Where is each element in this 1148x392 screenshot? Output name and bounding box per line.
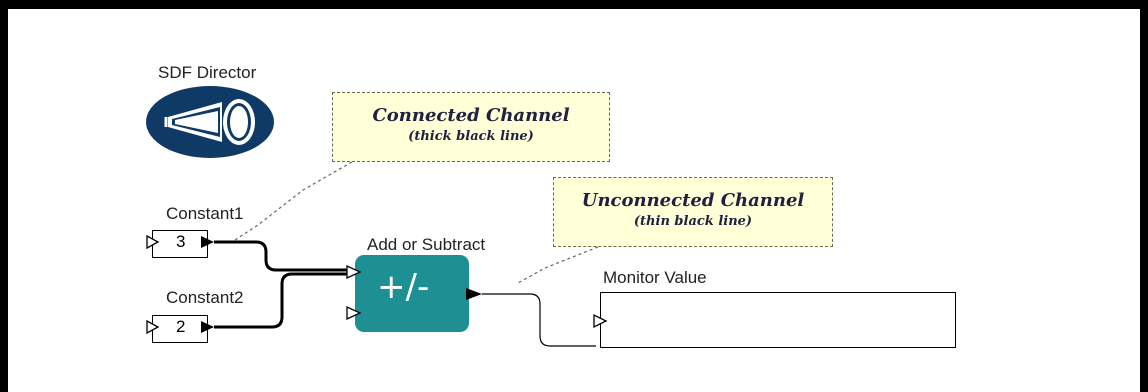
monitor-value-actor[interactable] [600, 292, 956, 348]
adder-label: Add or Subtract [367, 235, 486, 254]
constant1-trigger-port [146, 234, 160, 250]
connected-channel-wire-1 [214, 240, 350, 272]
constant2-label: Constant2 [166, 288, 244, 307]
unconnected-channel-callout: Unconnected Channel (thin black line) [553, 177, 833, 247]
constant2-value: 2 [176, 317, 186, 336]
adder-output-port [466, 288, 482, 300]
unconnected-channel-subtitle: (thin black line) [633, 214, 753, 229]
connected-channel-title: Connected Channel [372, 105, 570, 126]
director-label: SDF Director [158, 63, 257, 82]
constant2-trigger-port [146, 319, 160, 335]
adder-minus-port [346, 305, 362, 321]
adder-plus-port [346, 264, 362, 280]
connected-channel-subtitle: (thick black line) [408, 129, 534, 144]
unconnected-channel-title: Unconnected Channel [581, 190, 805, 211]
unconnected-callout-pointer [517, 246, 599, 284]
constant1-value: 3 [176, 232, 186, 251]
constant1-label: Constant1 [166, 204, 244, 223]
connected-channel-wire-2 [214, 272, 350, 329]
constant2-actor[interactable]: 2 [152, 315, 208, 343]
megaphone-icon[interactable] [146, 86, 274, 158]
monitor-label: Monitor Value [603, 268, 707, 287]
monitor-input-port [593, 313, 608, 329]
connected-channel-callout: Connected Channel (thick black line) [332, 92, 610, 162]
add-subtract-actor[interactable]: +/- [355, 255, 469, 332]
connected-callout-pointer [231, 161, 353, 243]
constant2-output-port [201, 321, 214, 333]
add-subtract-symbol: +/- [377, 267, 430, 307]
unconnected-channel-wire [482, 293, 596, 347]
constant1-output-port [201, 236, 214, 248]
